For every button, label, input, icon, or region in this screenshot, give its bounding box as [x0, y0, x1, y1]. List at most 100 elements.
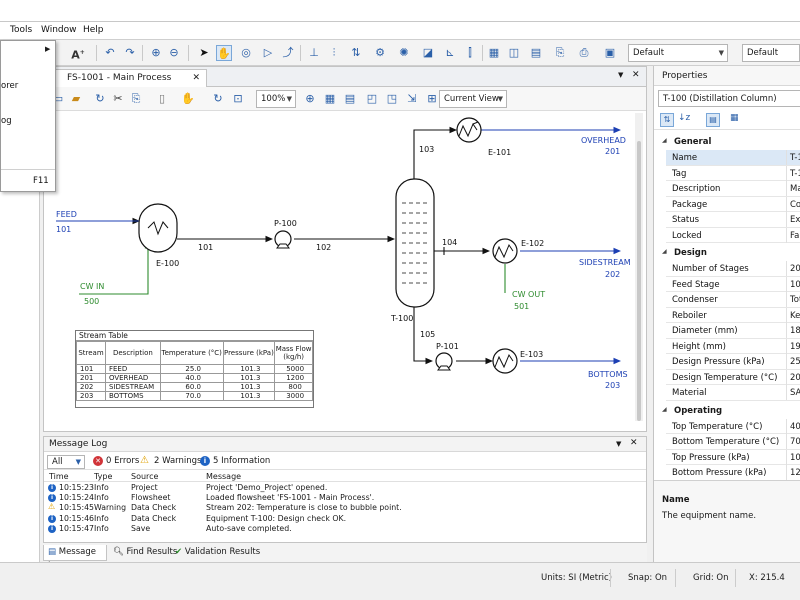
chart-tool-icon[interactable]: ◪: [422, 46, 434, 59]
refresh-icon[interactable]: ↻: [95, 92, 105, 105]
export-icon[interactable]: ⇲: [407, 92, 417, 105]
grid-status[interactable]: Grid: On: [693, 573, 729, 583]
property-row[interactable]: Top Pressure (kPa)101: [666, 449, 800, 465]
menu-tools[interactable]: Tools: [10, 25, 33, 35]
property-value[interactable]: Tota: [786, 292, 800, 307]
close-icon[interactable]: ✕: [632, 70, 640, 80]
distribute-icon[interactable]: ⫿: [468, 46, 472, 59]
pump-p100[interactable]: [274, 230, 292, 249]
property-category-operating[interactable]: ◢Operating: [654, 403, 800, 418]
style-combo[interactable]: Default▼: [628, 44, 728, 62]
property-value[interactable]: T-1: [786, 165, 800, 181]
property-row[interactable]: Height (mm)195: [666, 338, 800, 354]
connector-tool-icon[interactable]: ⤴: [282, 46, 294, 59]
property-value[interactable]: 101: [786, 449, 800, 465]
property-value[interactable]: Exis: [786, 212, 800, 227]
property-category-general[interactable]: ◢General: [654, 134, 800, 149]
distillation-column-t100[interactable]: [395, 178, 435, 308]
warnings-count[interactable]: 2 Warnings: [154, 456, 202, 466]
scrollbar-thumb[interactable]: [637, 141, 641, 421]
close-icon[interactable]: ✕: [192, 73, 200, 83]
paste-icon[interactable]: ▯: [158, 92, 166, 105]
menu-window[interactable]: Window: [41, 25, 77, 35]
property-value[interactable]: 250: [786, 354, 800, 369]
table-icon[interactable]: ▤: [530, 46, 542, 59]
property-value[interactable]: 180: [786, 323, 800, 338]
property-value[interactable]: T-1: [786, 150, 800, 165]
zoom-in-icon[interactable]: ⊕: [151, 46, 161, 59]
view-combo[interactable]: Current View▼: [439, 90, 507, 108]
property-row[interactable]: Bottom Temperature (°C)70.0: [666, 434, 800, 450]
snap-icon[interactable]: ⊞: [427, 92, 437, 105]
property-row[interactable]: MaterialSA-: [666, 385, 800, 401]
menu-help[interactable]: Help: [83, 25, 104, 35]
chevron-down-icon[interactable]: ▼: [618, 71, 624, 79]
new-icon[interactable]: ▭: [52, 92, 64, 105]
valve-tool-icon[interactable]: ▷: [263, 46, 273, 59]
zoom-combo[interactable]: 100%▼: [256, 90, 296, 108]
pump-tool-icon[interactable]: ⚙: [375, 46, 385, 59]
sort-categorized-icon[interactable]: ⇅: [660, 113, 674, 127]
close-icon[interactable]: ✕: [630, 438, 638, 448]
property-value[interactable]: Kett: [786, 307, 800, 323]
filter-combo[interactable]: All▼: [47, 455, 85, 469]
select-pointer-icon[interactable]: ➤: [199, 46, 209, 59]
property-row[interactable]: Bottom Pressure (kPa)120: [666, 465, 800, 481]
font-size-icon[interactable]: A+: [71, 48, 85, 62]
collapse-icon[interactable]: ◢: [662, 248, 667, 255]
undo-icon[interactable]: ↶: [105, 46, 115, 59]
menu-item-explorer[interactable]: orer: [1, 81, 19, 91]
align-center-icon[interactable]: ⫶: [332, 46, 336, 59]
rotate-icon[interactable]: ↻: [213, 92, 223, 105]
property-pages-icon[interactable]: ▤: [706, 113, 720, 127]
grid-icon[interactable]: ▦: [324, 92, 336, 105]
collapse-icon[interactable]: ◢: [662, 137, 667, 144]
property-value[interactable]: SA-: [786, 385, 800, 400]
fit-icon[interactable]: ⊡: [233, 92, 243, 105]
property-row[interactable]: PackageColu: [666, 196, 800, 212]
zoom-in-icon[interactable]: ⊕: [305, 92, 315, 105]
heat-exchanger-tool-icon[interactable]: ✺: [399, 46, 409, 59]
tab-validation-results[interactable]: ✔ Validation Results: [171, 545, 264, 561]
mirror-icon[interactable]: ⇅: [351, 46, 361, 59]
property-category-design[interactable]: ◢Design: [654, 245, 800, 260]
layout-alt-icon[interactable]: ◳: [386, 92, 398, 105]
copy-format-icon[interactable]: ⎘: [555, 46, 565, 59]
property-row[interactable]: Diameter (mm)180: [666, 323, 800, 339]
chevron-down-icon[interactable]: ▼: [616, 440, 622, 448]
property-value[interactable]: Colu: [786, 196, 800, 212]
property-value[interactable]: 195: [786, 338, 800, 354]
axis-tool-icon[interactable]: ⊾: [445, 46, 455, 59]
zoom-out-icon[interactable]: ⊖: [169, 46, 179, 59]
property-value[interactable]: Fals: [786, 227, 800, 243]
property-row[interactable]: Design Temperature (°C)200: [666, 369, 800, 385]
pump-p101[interactable]: [435, 352, 453, 371]
property-row[interactable]: CondenserTota: [666, 292, 800, 308]
property-value[interactable]: Mai: [786, 181, 800, 196]
tab-message-log[interactable]: ▤ Message Log: [43, 545, 107, 571]
tab-find-results[interactable]: 🔍︎ Find Results: [109, 545, 181, 561]
cut-icon[interactable]: ✂: [113, 92, 123, 105]
object-selector[interactable]: T-100 (Distillation Column): [658, 90, 800, 107]
events-icon[interactable]: ▦: [730, 113, 739, 123]
property-value[interactable]: 200: [786, 369, 800, 385]
rotate-view-icon[interactable]: ◎: [241, 46, 251, 59]
layer-combo[interactable]: Default: [742, 44, 800, 62]
errors-count[interactable]: 0 Errors: [106, 456, 140, 466]
layout-icon[interactable]: ◰: [366, 92, 378, 105]
align-bottom-icon[interactable]: ⊥: [309, 46, 319, 59]
print-icon[interactable]: ⎙: [579, 46, 589, 59]
property-row[interactable]: LockedFals: [666, 227, 800, 243]
property-value[interactable]: 20: [786, 261, 800, 276]
heat-exchanger-e102[interactable]: [492, 238, 518, 264]
snap-status[interactable]: Snap: On: [628, 573, 668, 583]
pan-hand-icon[interactable]: ✋: [216, 45, 232, 61]
heat-exchanger-e101[interactable]: [456, 117, 482, 143]
flowsheet-canvas[interactable]: FEED 101 E-100 CW IN 500 101 P-100 102 1…: [44, 111, 634, 431]
